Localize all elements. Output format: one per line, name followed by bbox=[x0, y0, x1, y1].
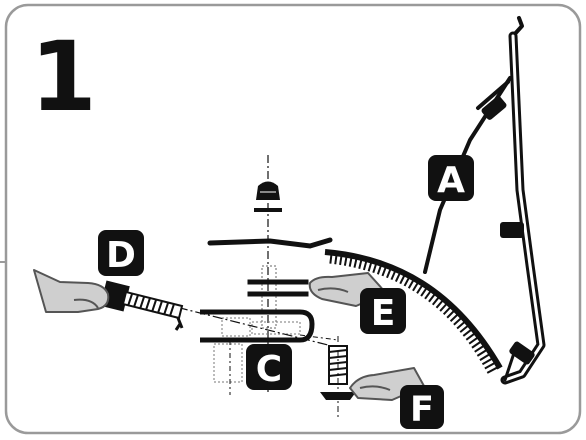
assembly-guides bbox=[229, 334, 339, 395]
toothed-rail bbox=[207, 237, 503, 375]
clamp-plates bbox=[247, 279, 309, 297]
hand-left bbox=[33, 269, 110, 313]
step-number: 1 bbox=[30, 21, 97, 133]
bracket-pads bbox=[481, 96, 535, 365]
callout-d: D bbox=[98, 230, 144, 276]
callout-f: F bbox=[400, 385, 444, 430]
washer bbox=[254, 208, 282, 212]
callout-c: C bbox=[246, 344, 292, 390]
diagram-frame bbox=[4, 3, 582, 435]
callout-e: E bbox=[360, 288, 406, 334]
callout-e-label: E bbox=[371, 293, 396, 334]
bracket-a bbox=[423, 16, 546, 385]
callout-f-label: F bbox=[410, 390, 434, 430]
cap-nut bbox=[256, 181, 280, 200]
callout-a-label: A bbox=[437, 160, 465, 201]
callout-a: A bbox=[428, 155, 474, 201]
hidden-parts bbox=[213, 317, 301, 383]
callout-c-label: C bbox=[256, 349, 282, 390]
callout-d-label: D bbox=[106, 235, 136, 276]
bolt-f bbox=[320, 336, 356, 420]
